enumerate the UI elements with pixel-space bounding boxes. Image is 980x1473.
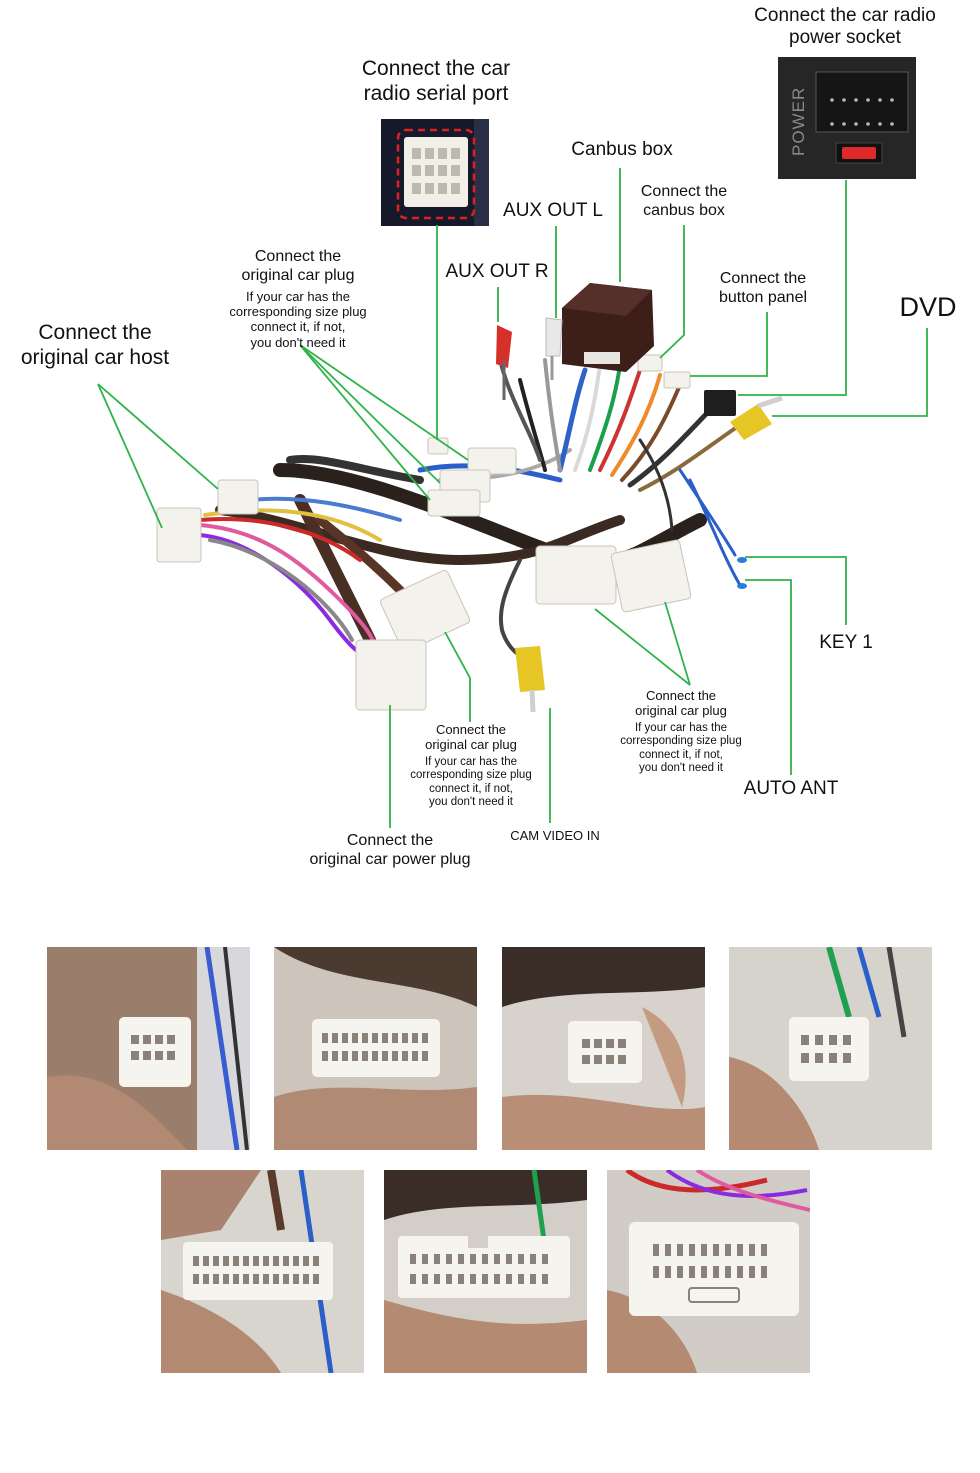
label-power-socket: Connect the car radio power socket bbox=[754, 5, 936, 49]
leader-connect-canbus bbox=[659, 225, 685, 359]
leader-plug-top-1 bbox=[299, 344, 469, 461]
label-car-host: Connect the original car host bbox=[20, 321, 170, 369]
label-orig-plug-top: Connect the original car plug If your ca… bbox=[229, 248, 367, 350]
label-aux-out-r: AUX OUT R bbox=[445, 261, 549, 282]
key1-wire-tip bbox=[737, 557, 747, 563]
power-socket-photo: POWER bbox=[778, 57, 916, 179]
leader-plug-right-1 bbox=[594, 608, 691, 686]
leader-button-panel bbox=[690, 312, 768, 377]
rca-plug-yellow-cam bbox=[515, 646, 545, 713]
connectors bbox=[156, 354, 692, 711]
label-cam-video-in: CAM VIDEO IN bbox=[510, 828, 600, 843]
auto-ant-wire-tip bbox=[737, 583, 747, 589]
leader-host-2 bbox=[97, 383, 163, 529]
connector-photo-4 bbox=[729, 947, 932, 1150]
leader-lines bbox=[97, 168, 928, 828]
power-plug-connector bbox=[704, 390, 736, 416]
connector-photo-7 bbox=[607, 1170, 810, 1373]
leader-power-socket bbox=[738, 180, 847, 396]
rca-plug-white bbox=[545, 317, 563, 380]
label-aux-out-l: AUX OUT L bbox=[503, 200, 603, 221]
label-key1: KEY 1 bbox=[819, 632, 873, 653]
label-power-plug: Connect the original car power plug bbox=[309, 832, 471, 868]
label-canbus-box: Canbus box bbox=[571, 139, 673, 160]
label-connect-canbus: Connect the canbus box bbox=[640, 183, 728, 219]
canbus-box-image bbox=[562, 283, 654, 372]
leader-plug-right-2 bbox=[664, 601, 691, 686]
leader-dvd bbox=[772, 328, 928, 417]
connector-photo-1 bbox=[47, 947, 250, 1150]
label-dvd: DVD bbox=[899, 292, 957, 322]
label-orig-plug-center: Connect the original car plug If your ca… bbox=[410, 722, 532, 809]
rca-plug-yellow-dvd bbox=[730, 395, 783, 440]
leader-plug-center bbox=[444, 631, 471, 722]
leader-plug-top-2 bbox=[299, 344, 441, 484]
rca-plug-red bbox=[496, 325, 512, 400]
connector-photo-3 bbox=[502, 947, 705, 1150]
leader-plug-top-3 bbox=[299, 344, 431, 501]
power-print: POWER bbox=[789, 87, 808, 156]
leader-host-1 bbox=[97, 383, 219, 490]
connector-photo-6 bbox=[384, 1170, 587, 1373]
label-button-panel: Connect the button panel bbox=[718, 270, 808, 306]
connector-photo-5 bbox=[161, 1170, 364, 1373]
label-orig-plug-right: Connect the original car plug If your ca… bbox=[620, 688, 742, 775]
leader-auto-ant bbox=[745, 579, 792, 775]
connector-photo-2 bbox=[274, 947, 477, 1150]
label-auto-ant: AUTO ANT bbox=[743, 778, 839, 799]
wiring-diagram: POWER bbox=[97, 57, 928, 828]
leader-key1 bbox=[745, 556, 847, 625]
label-serial-port: Connect the car radio serial port bbox=[361, 57, 511, 105]
serial-port-photo bbox=[381, 119, 489, 226]
